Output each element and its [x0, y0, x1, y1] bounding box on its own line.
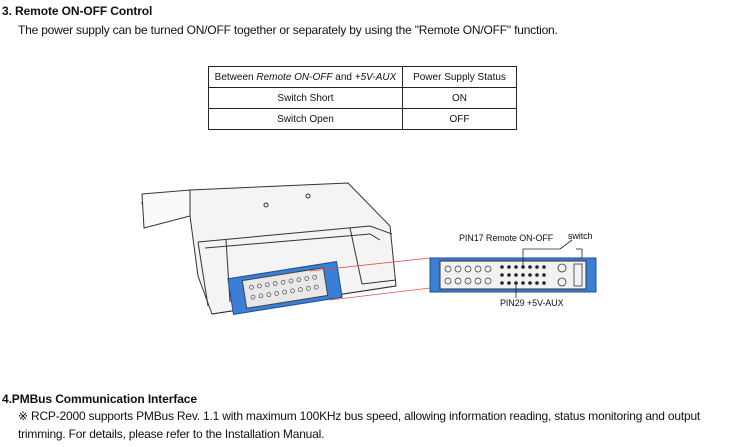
table-cell: Switch Open — [208, 108, 403, 130]
table-row: Switch Open OFF — [208, 108, 517, 130]
table-header-cell: Between Remote ON-OFF and +5V-AUX — [208, 66, 403, 88]
remote-on-off-table: Between Remote ON-OFF and +5V-AUX Power … — [208, 66, 517, 130]
table-cell: OFF — [402, 108, 517, 130]
section-title-pmbus: 4.PMBus Communication Interface — [2, 392, 197, 406]
switch-wiring — [515, 239, 583, 298]
table-cell: Switch Short — [208, 87, 403, 109]
zoom-callout-lines — [309, 257, 431, 301]
table-cell: ON — [402, 87, 517, 109]
connector-detail — [429, 257, 597, 293]
table-header-cell: Power Supply Status — [402, 66, 517, 88]
section-title-remote-on-off: 3. Remote ON-OFF Control — [2, 4, 153, 18]
switch-label: switch — [568, 231, 593, 241]
remote-on-off-diagram — [141, 182, 597, 315]
table-header-row: Between Remote ON-OFF and +5V-AUX Power … — [208, 66, 517, 88]
table-row: Switch Short ON — [208, 87, 517, 109]
section-description-pmbus: ※ RCP-2000 supports PMBus Rev. 1.1 with … — [18, 409, 701, 441]
pin29-label: PIN29 +5V-AUX — [500, 298, 564, 308]
section-description-remote-on-off: The power supply can be turned ON/OFF to… — [18, 23, 558, 37]
connector-in-chassis — [227, 261, 343, 315]
pin17-label: PIN17 Remote ON-OFF — [459, 233, 554, 243]
